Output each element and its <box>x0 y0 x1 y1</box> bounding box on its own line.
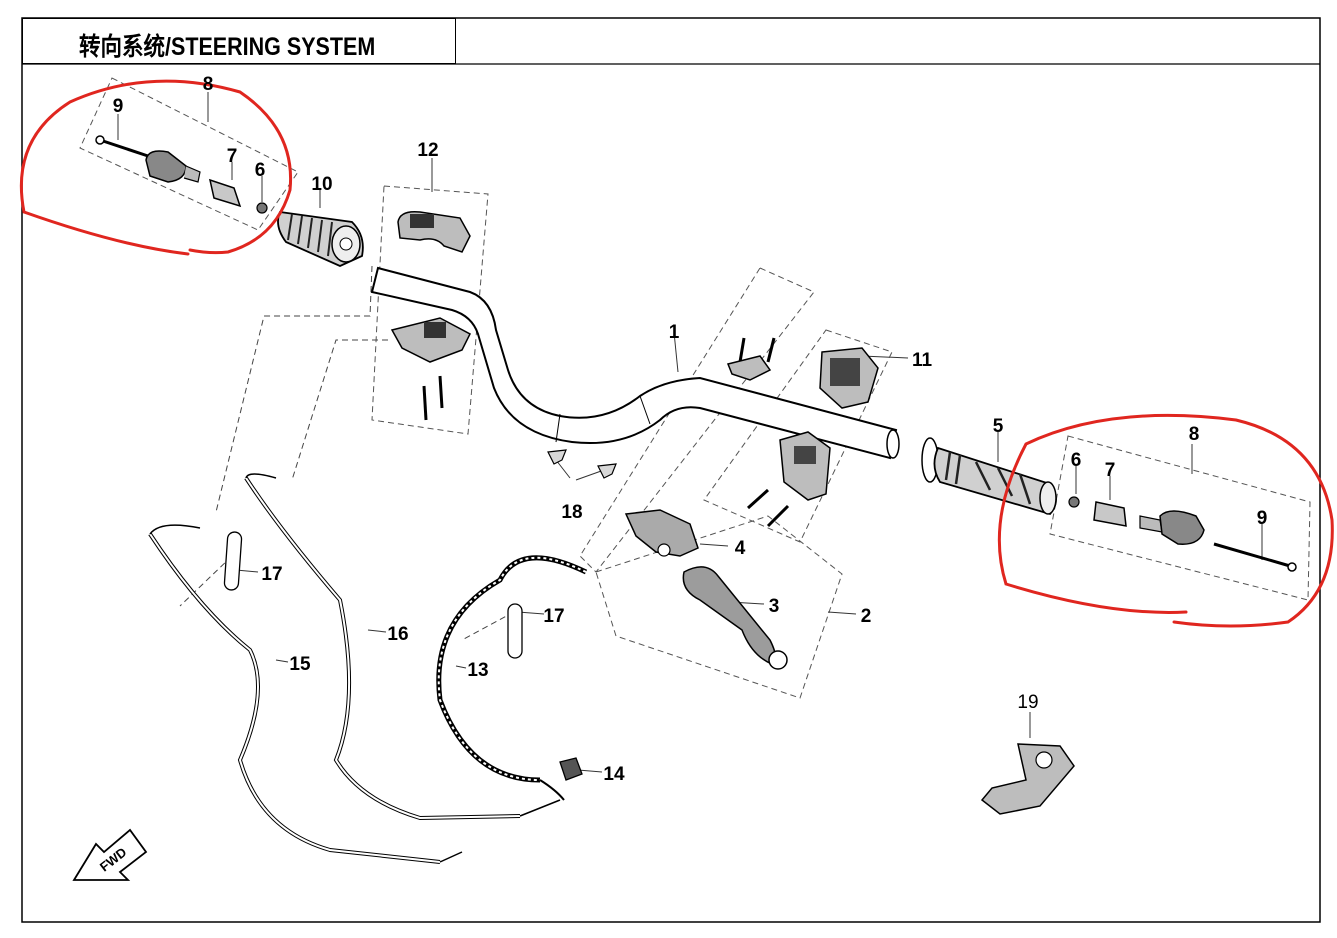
highlight-left <box>19 79 293 256</box>
highlight-marks <box>19 79 1334 628</box>
right-switch-housing <box>746 347 879 528</box>
callout-7-left: 7 <box>227 146 238 167</box>
callout-12: 12 <box>417 140 438 161</box>
callout-7-right: 7 <box>1105 460 1116 481</box>
handlebar <box>370 266 900 460</box>
callout-11: 11 <box>912 350 933 371</box>
callout-1: 1 <box>669 322 680 343</box>
title-box: 转向系统/STEERING SYSTEM <box>22 18 456 64</box>
fwd-arrow: FWD <box>72 828 148 881</box>
callout-10: 10 <box>311 174 332 195</box>
callout-numbers: 1 2 3 4 5 6 6 7 7 8 8 9 9 10 11 12 13 14… <box>113 74 1268 785</box>
diagram-border <box>21 17 1321 923</box>
leader-lines <box>117 92 1263 773</box>
left-throttle-grip <box>277 211 364 267</box>
left-switch-housing <box>390 210 471 421</box>
callout-17-left: 17 <box>261 564 282 585</box>
callout-6-left: 6 <box>255 160 266 181</box>
callout-9-right: 9 <box>1257 508 1268 529</box>
cable-ties <box>223 531 583 781</box>
rubber-plugs <box>547 449 617 479</box>
left-bar-end-assembly <box>95 135 268 214</box>
highlight-right <box>997 413 1334 628</box>
callout-8-left: 8 <box>203 74 214 95</box>
page-title: 转向系统/STEERING SYSTEM <box>79 33 376 61</box>
callout-16: 16 <box>387 624 408 645</box>
dashed-group-boxes <box>79 77 1311 699</box>
callout-13: 13 <box>467 660 488 681</box>
callout-17-right: 17 <box>543 606 564 627</box>
lever-assembly <box>624 509 788 670</box>
callout-5: 5 <box>993 416 1004 437</box>
right-bar-end-assembly <box>1068 496 1297 572</box>
callout-3: 3 <box>769 596 780 617</box>
brake-switch-sensor <box>980 743 1075 815</box>
right-grip <box>921 437 1057 516</box>
callout-14: 14 <box>603 764 625 785</box>
callout-4: 4 <box>735 538 746 559</box>
callout-9-left: 9 <box>113 96 124 117</box>
callout-18: 18 <box>561 502 582 523</box>
callout-15: 15 <box>289 654 311 675</box>
callout-8-right: 8 <box>1189 424 1200 445</box>
callout-6-right: 6 <box>1071 450 1082 471</box>
cables <box>148 473 588 864</box>
callout-2: 2 <box>861 606 872 627</box>
bar-clamp <box>726 337 776 381</box>
callout-19: 19 <box>1017 692 1038 713</box>
